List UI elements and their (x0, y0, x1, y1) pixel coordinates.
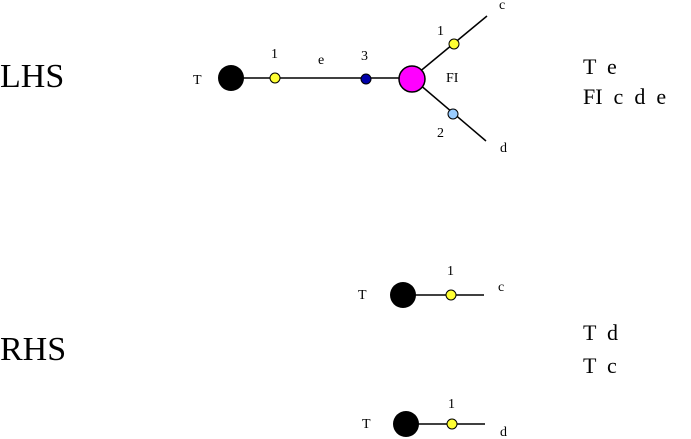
lhs-port-fi-in (360, 73, 372, 85)
rhs-term-2: T c (583, 353, 617, 378)
lhs-port-t (269, 72, 281, 84)
rhs1-t-node (390, 282, 416, 308)
lhs-graph: T 1 e 3 FI 1 2 c d (193, 0, 507, 156)
lhs-t-node (218, 65, 244, 91)
rhs-graph-1: T 1 c (358, 264, 504, 308)
rhs2-t-node (393, 411, 419, 437)
rhs1-end-label: c (498, 280, 504, 295)
lhs-end-c-label: c (499, 0, 505, 13)
lhs-term-1: T e (583, 54, 617, 79)
rhs2-port (446, 418, 458, 430)
lhs-port-c (448, 38, 460, 50)
lhs-port-t-label: 1 (271, 47, 278, 62)
rhs-label: RHS (0, 331, 67, 368)
rhs2-end-label: d (500, 425, 507, 439)
lhs-port-c-label: 1 (437, 24, 444, 39)
rhs-graph-2: T 1 d (362, 397, 507, 439)
lhs-port-d-label: 2 (437, 126, 444, 141)
rhs1-port (445, 289, 457, 301)
rhs2-port-label: 1 (448, 397, 455, 412)
rhs1-t-label: T (358, 288, 367, 303)
lhs-edge-label: e (318, 53, 324, 68)
lhs-edge-to-d (411, 77, 487, 142)
rhs2-t-label: T (362, 417, 371, 432)
lhs-fi-node (398, 65, 426, 93)
rhs-term-1: T d (583, 320, 619, 345)
lhs-term-2: FI c d e (583, 84, 667, 109)
lhs-fi-label: FI (446, 71, 459, 86)
lhs-label: LHS (0, 58, 65, 95)
rhs1-port-label: 1 (447, 264, 454, 279)
lhs-port-d (447, 108, 459, 120)
lhs-port-fi-in-label: 3 (361, 49, 368, 64)
lhs-end-d-label: d (500, 141, 507, 156)
lhs-t-label: T (193, 73, 202, 88)
